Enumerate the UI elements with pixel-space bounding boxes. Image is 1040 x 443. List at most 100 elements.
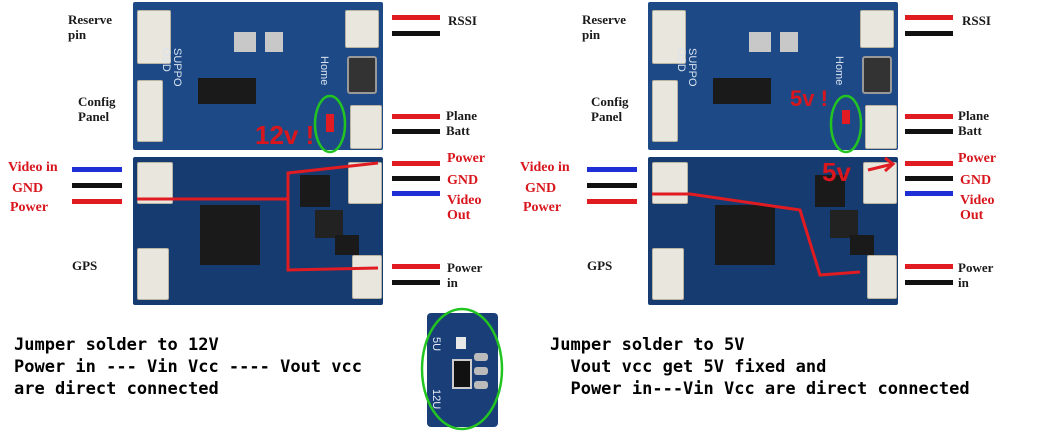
- left-wire-rssi-red: [392, 15, 440, 20]
- left-connector-power-in: [352, 255, 382, 299]
- left-connector-rssi: [345, 10, 379, 48]
- right-jumper-callout: 5v !: [790, 86, 828, 111]
- left-wire-batt-red: [392, 114, 440, 119]
- right-label-rssi: RSSI: [962, 13, 991, 28]
- right-regulator-2: [850, 235, 874, 255]
- left-label-video-out: Video Out: [447, 193, 482, 223]
- left-smd-pad: [265, 32, 283, 52]
- left-wire-power-red: [72, 199, 122, 204]
- right-home-button[interactable]: [862, 56, 892, 94]
- right-label-video-in: Video in: [520, 160, 570, 175]
- right-main-chip: [713, 78, 771, 104]
- inset-pad-top: [456, 337, 466, 349]
- left-wire-rssi-black: [392, 31, 440, 36]
- left-label-rssi: RSSI: [448, 13, 477, 28]
- left-label-power-left: Power: [10, 200, 49, 215]
- right-wire-batt-black: [905, 129, 953, 134]
- left-jumper-callout: 12v !: [255, 120, 315, 150]
- right-label-reserve-pin: Reserve pin: [582, 12, 627, 42]
- left-wire-batt-black: [392, 129, 440, 134]
- left-home-button[interactable]: [347, 56, 377, 94]
- left-wire-power-in-black: [392, 280, 440, 285]
- left-connector-reserve: [137, 10, 171, 64]
- right-output-arrowhead: [884, 156, 896, 173]
- left-label-reserve-pin: Reserve pin: [68, 12, 113, 42]
- left-connector-video-in: [137, 162, 173, 204]
- left-wire-power-out-red: [392, 161, 440, 166]
- left-connector-video-out: [348, 162, 382, 204]
- right-label-gnd-left: GND: [525, 181, 557, 196]
- right-mcu-chip: [715, 205, 775, 265]
- right-label-power-in: Power in: [958, 260, 994, 290]
- inset-closeup: 5U 12U: [420, 307, 505, 432]
- right-wire-power-in-black: [905, 280, 953, 285]
- left-main-chip: [198, 78, 256, 104]
- right-diagram: SUPPO OSD Home 5v ! 5v Reserve pin Confi…: [520, 2, 997, 305]
- right-smd-pad: [749, 32, 771, 52]
- right-label-gps: GPS: [587, 258, 613, 273]
- left-label-gps: GPS: [72, 258, 98, 273]
- inset-highlight: [420, 307, 504, 431]
- left-label-power-right: Power: [447, 151, 486, 166]
- inset-pin-1: [474, 353, 488, 361]
- right-smd-pad: [780, 32, 798, 52]
- left-connector-gps: [137, 248, 169, 300]
- inset-pin-2: [474, 367, 488, 375]
- left-label-gnd-left: GND: [12, 181, 44, 196]
- right-connector-reserve: [652, 10, 686, 64]
- left-wire-gnd-black: [72, 183, 122, 188]
- right-output-callout: 5v: [822, 157, 851, 187]
- left-wire-video-in-blue: [72, 167, 122, 172]
- left-power-trace-2: [286, 199, 379, 272]
- right-connector-rssi: [860, 10, 894, 48]
- right-wire-gnd-out-black: [905, 176, 953, 181]
- left-label-power-in: Power in: [447, 260, 483, 290]
- right-label-video-out: Video Out: [960, 193, 995, 223]
- right-note: Jumper solder to 5V Vout vcc get 5V fixe…: [550, 335, 970, 399]
- left-smd-pad: [234, 32, 256, 52]
- left-regulator: [300, 175, 330, 207]
- right-connector-video-out: [863, 162, 897, 204]
- left-label-plane-batt: Plane Batt: [446, 108, 478, 138]
- right-capacitor: [830, 210, 858, 238]
- right-wire-video-in-blue: [587, 167, 637, 172]
- left-connector-batt: [350, 105, 382, 149]
- right-wire-video-out-blue: [905, 191, 953, 196]
- inset-jumper: [452, 359, 472, 389]
- left-jumper-highlight: [313, 94, 347, 154]
- right-label-plane-batt: Plane Batt: [958, 108, 990, 138]
- right-wire-power-out-red: [905, 161, 953, 166]
- right-label-power-left: Power: [523, 200, 562, 215]
- right-jumper-pad: [842, 110, 850, 124]
- right-connector-video-in: [652, 162, 688, 204]
- right-wire-rssi-red: [905, 15, 953, 20]
- right-wire-batt-red: [905, 114, 953, 119]
- right-wire-power-red: [587, 199, 637, 204]
- left-label-gnd-right: GND: [447, 173, 479, 188]
- right-connector-batt: [865, 105, 897, 149]
- right-upper-board: [648, 2, 898, 150]
- right-output-arrow: [867, 162, 894, 172]
- left-mcu-chip: [200, 205, 260, 265]
- right-regulator: [815, 175, 845, 207]
- left-note: Jumper solder to 12V Power in --- Vin Vc…: [14, 335, 362, 399]
- right-wire-gnd-black: [587, 183, 637, 188]
- left-jumper-pad: [326, 114, 334, 132]
- right-connector-gps: [652, 248, 684, 300]
- right-wire-power-in-red: [905, 264, 953, 269]
- left-capacitor: [315, 210, 343, 238]
- right-label-power-right: Power: [958, 151, 997, 166]
- left-regulator-2: [335, 235, 359, 255]
- right-power-trace: [652, 192, 861, 277]
- right-label-gnd-right: GND: [960, 173, 992, 188]
- left-label-config-panel: Config Panel: [78, 94, 116, 124]
- right-jumper-highlight: [829, 94, 863, 154]
- inset-pin-3: [474, 381, 488, 389]
- left-power-trace: [137, 161, 379, 201]
- left-wire-gnd-out-black: [392, 176, 440, 181]
- left-connector-config: [137, 80, 163, 142]
- left-upper-board: [133, 2, 383, 150]
- right-wire-rssi-black: [905, 31, 953, 36]
- left-wire-video-out-blue: [392, 191, 440, 196]
